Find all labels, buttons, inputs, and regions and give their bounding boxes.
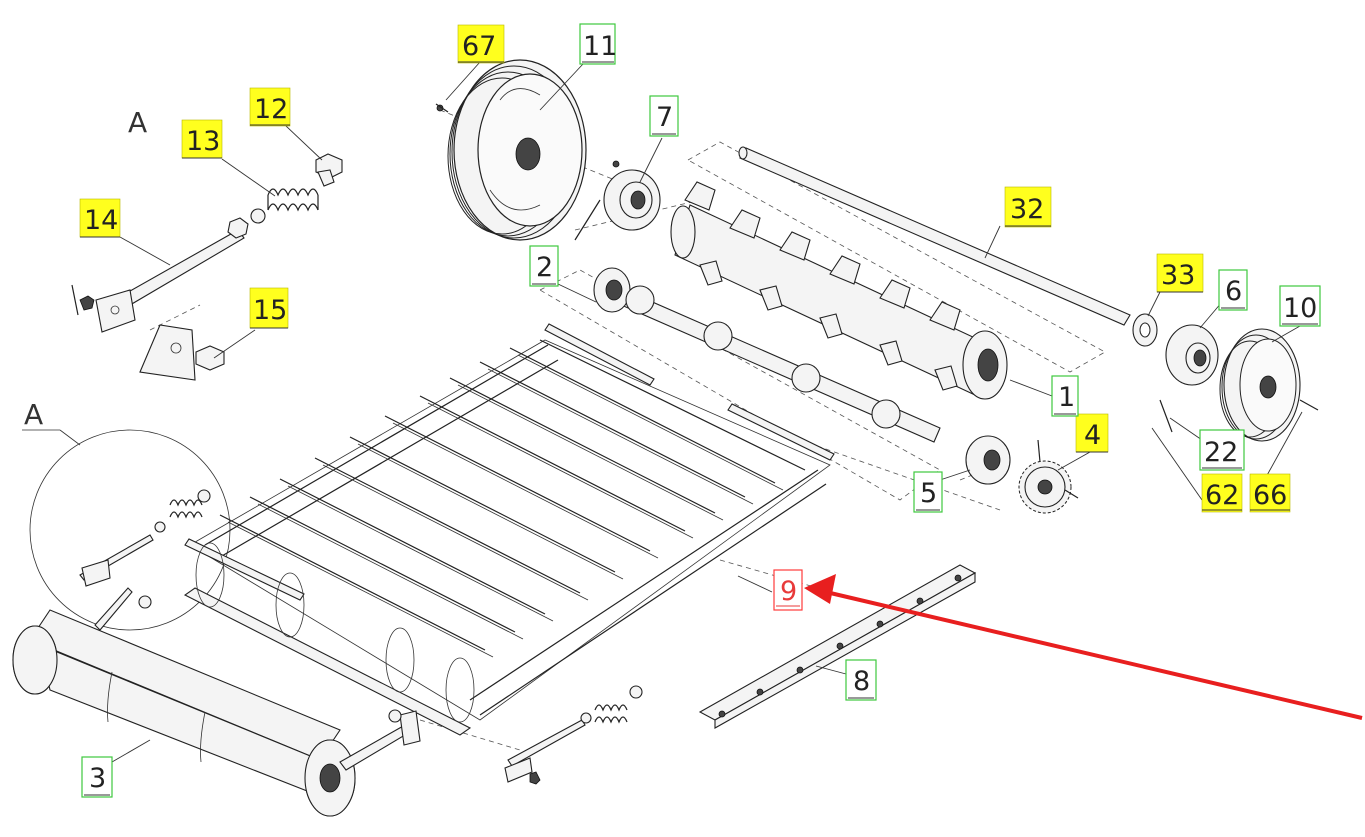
sprocket-shaft-2: [593, 267, 941, 443]
view-label-a-top: A: [128, 106, 147, 139]
callout-10: 10: [1279, 285, 1321, 327]
callout-67: 67: [457, 24, 505, 64]
bearing-flange-6: [1165, 324, 1219, 386]
bearing-flange-7: [574, 160, 661, 241]
callout-4-text: 4: [1084, 420, 1101, 451]
detail-a-circle: A: [22, 398, 231, 631]
red-pointer-arrow: [804, 574, 1363, 720]
wheel-10: [1159, 328, 1319, 442]
callout-1: 1: [1051, 375, 1079, 417]
beam-8: [698, 564, 977, 729]
roller-3: [12, 609, 643, 817]
sprocket-4: [1018, 439, 1079, 514]
callout-67-text: 67: [462, 31, 496, 62]
callout-11: 11: [579, 23, 617, 65]
callout-14-text: 14: [84, 205, 118, 236]
callout-14: 14: [79, 198, 121, 238]
callout-7: 7: [649, 95, 679, 137]
callout-7-text: 7: [656, 102, 673, 133]
callout-2-text: 2: [536, 252, 553, 283]
callout-9: 9: [773, 569, 803, 611]
callout-15: 15: [249, 287, 289, 329]
callout-3-text: 3: [89, 763, 106, 794]
callout-12: 12: [249, 87, 291, 127]
conveyor-chain-bed-9: [183, 323, 835, 736]
callout-2: 2: [529, 245, 559, 287]
callout-11-text: 11: [583, 31, 617, 62]
shaft-32: [738, 146, 1131, 326]
callout-5: 5: [913, 471, 943, 513]
callout-6-text: 6: [1225, 276, 1242, 307]
callout-6: 6: [1218, 269, 1248, 311]
callout-3: 3: [81, 756, 113, 798]
view-label-a-detail: A: [24, 398, 43, 431]
callout-8-text: 8: [853, 666, 870, 697]
callout-13-text: 13: [186, 126, 220, 157]
detail-a-tensioner: A: [71, 106, 343, 381]
bearing-5: [965, 435, 1011, 485]
callout-5-text: 5: [920, 478, 937, 509]
callout-32: 32: [1004, 186, 1052, 228]
callout-22-text: 22: [1204, 437, 1238, 468]
rotor-drum-1: [670, 181, 1008, 400]
callout-66: 66: [1249, 473, 1291, 513]
washer-33: [1132, 313, 1158, 347]
callout-32-text: 32: [1010, 194, 1044, 225]
callout-9-text: 9: [780, 576, 797, 607]
callout-8: 8: [845, 659, 877, 701]
callout-33-text: 33: [1161, 260, 1195, 291]
callout-22: 22: [1199, 429, 1245, 471]
callout-12-text: 12: [254, 94, 288, 125]
callout-1-text: 1: [1058, 382, 1075, 413]
spring-13: [267, 188, 319, 212]
callout-10-text: 10: [1283, 293, 1317, 324]
callout-62-text: 62: [1205, 480, 1239, 511]
callout-15-text: 15: [253, 295, 287, 326]
callout-33: 33: [1156, 253, 1204, 293]
callout-62: 62: [1201, 473, 1243, 513]
callout-66-text: 66: [1253, 480, 1287, 511]
wheel-11: [435, 59, 587, 241]
leader-lines: [111, 61, 1303, 763]
callout-4: 4: [1075, 413, 1109, 453]
callout-13: 13: [181, 119, 223, 159]
